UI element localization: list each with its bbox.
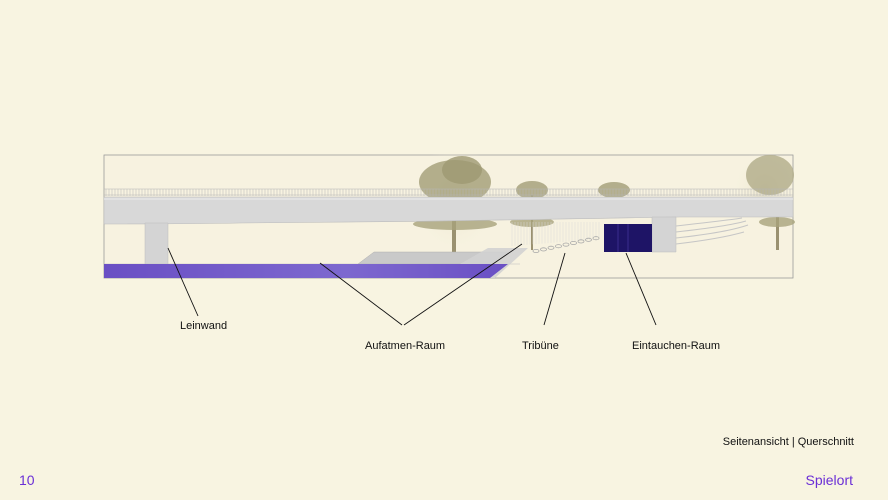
water-surface [104,264,508,278]
tribune-seat [570,240,577,245]
tribune-seat [592,236,600,241]
tribune-seat [547,245,555,250]
tribune-seat [577,239,585,244]
tribune-seat [562,242,570,247]
tree-left [413,156,497,252]
tribune-seat [585,237,592,242]
tribune-seats [532,236,600,253]
label-leinwand: Leinwand [180,320,228,332]
tree-right [746,155,795,250]
tribune-seat [555,244,562,249]
tribune-seat [532,248,540,253]
label-aufatmen-raum: Aufatmen-Raum [365,340,446,352]
page-number: 10 [19,472,35,488]
label-eintauchen-raum: Eintauchen-Raum [632,340,721,352]
section-title: Spielort [805,472,853,488]
spiral-ramp [675,217,749,245]
label-tribuene: Tribüne [522,340,559,352]
bridge-railing [104,188,793,196]
hanging-strings [511,222,600,246]
bridge-pillar-left [144,222,169,266]
bridge-pillar-right [651,216,677,253]
leader-lines [167,243,657,326]
view-caption: Seitenansicht | Querschnitt [722,436,854,448]
tribune-seat [540,247,547,252]
